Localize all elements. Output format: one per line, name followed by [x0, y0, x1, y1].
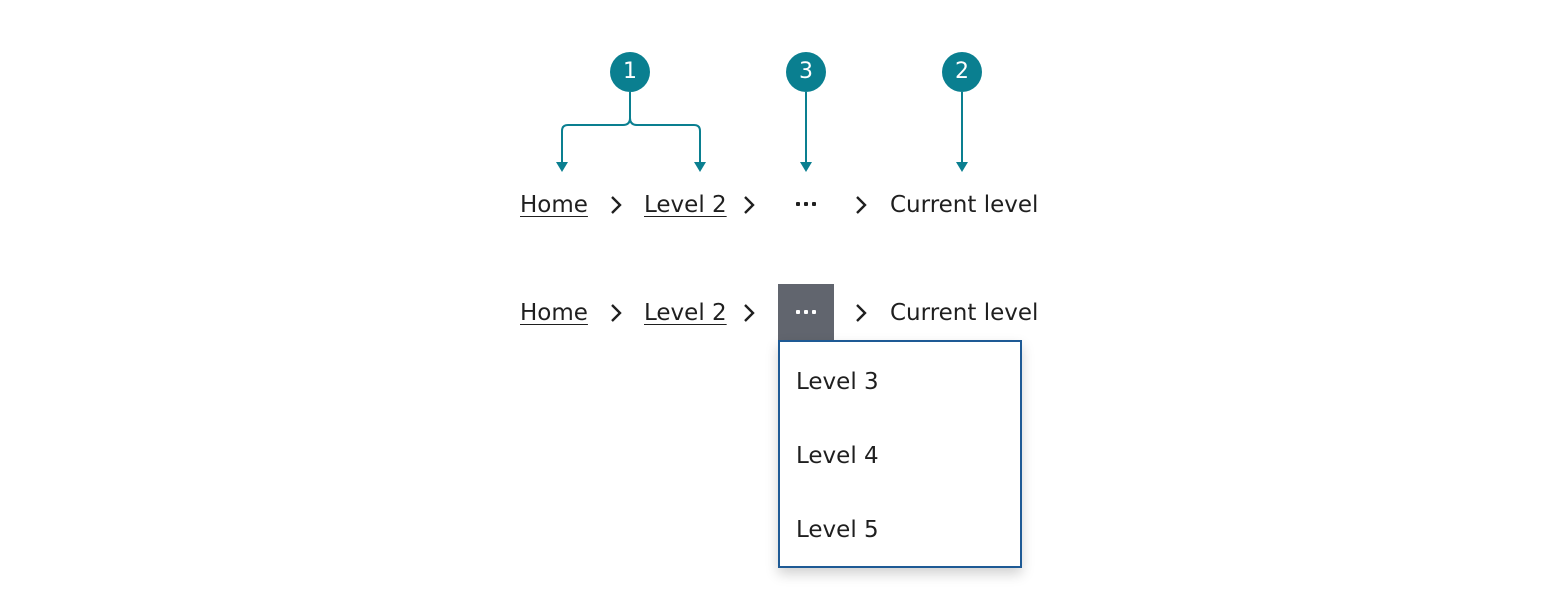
- breadcrumb-overflow-button[interactable]: [782, 190, 830, 218]
- dropdown-item-level-3[interactable]: Level 3: [796, 369, 879, 395]
- breadcrumb-home-link[interactable]: Home: [520, 192, 588, 218]
- callout-1-arrowhead-left: [556, 162, 568, 172]
- breadcrumb-level2-link[interactable]: Level 2: [644, 192, 727, 218]
- chevron-right-icon: [856, 196, 867, 214]
- breadcrumb-current: Current level: [890, 300, 1039, 326]
- callout-badge-2: 2: [942, 52, 982, 92]
- ellipsis-dot-icon: [804, 310, 808, 314]
- dropdown-item-level-4[interactable]: Level 4: [796, 443, 879, 469]
- dropdown-item-level-5[interactable]: Level 5: [796, 517, 879, 543]
- callout-2-arrowhead: [956, 162, 968, 172]
- ellipsis-dot-icon: [796, 202, 800, 206]
- chevron-right-icon: [856, 304, 867, 322]
- ellipsis-dot-icon: [796, 310, 800, 314]
- chevron-right-icon: [611, 196, 622, 214]
- breadcrumb-level2-link[interactable]: Level 2: [644, 300, 727, 326]
- chevron-right-icon: [744, 196, 755, 214]
- chevron-right-icon: [744, 304, 755, 322]
- callout-badge-3: 3: [786, 52, 826, 92]
- breadcrumb-current: Current level: [890, 192, 1039, 218]
- ellipsis-dot-icon: [804, 202, 808, 206]
- callout-1-bracket-right: [629, 117, 701, 163]
- callout-1-arrowhead-right: [694, 162, 706, 172]
- callout-3-arrowhead: [800, 162, 812, 172]
- chevron-right-icon: [611, 304, 622, 322]
- overflow-dropdown-menu: Level 3 Level 4 Level 5: [778, 340, 1022, 568]
- breadcrumb-home-link[interactable]: Home: [520, 300, 588, 326]
- ellipsis-dot-icon: [812, 202, 816, 206]
- callout-badge-1: 1: [610, 52, 650, 92]
- ellipsis-dot-icon: [812, 310, 816, 314]
- callout-1-bracket: [561, 92, 631, 163]
- breadcrumb-overflow-button-active[interactable]: [778, 284, 834, 340]
